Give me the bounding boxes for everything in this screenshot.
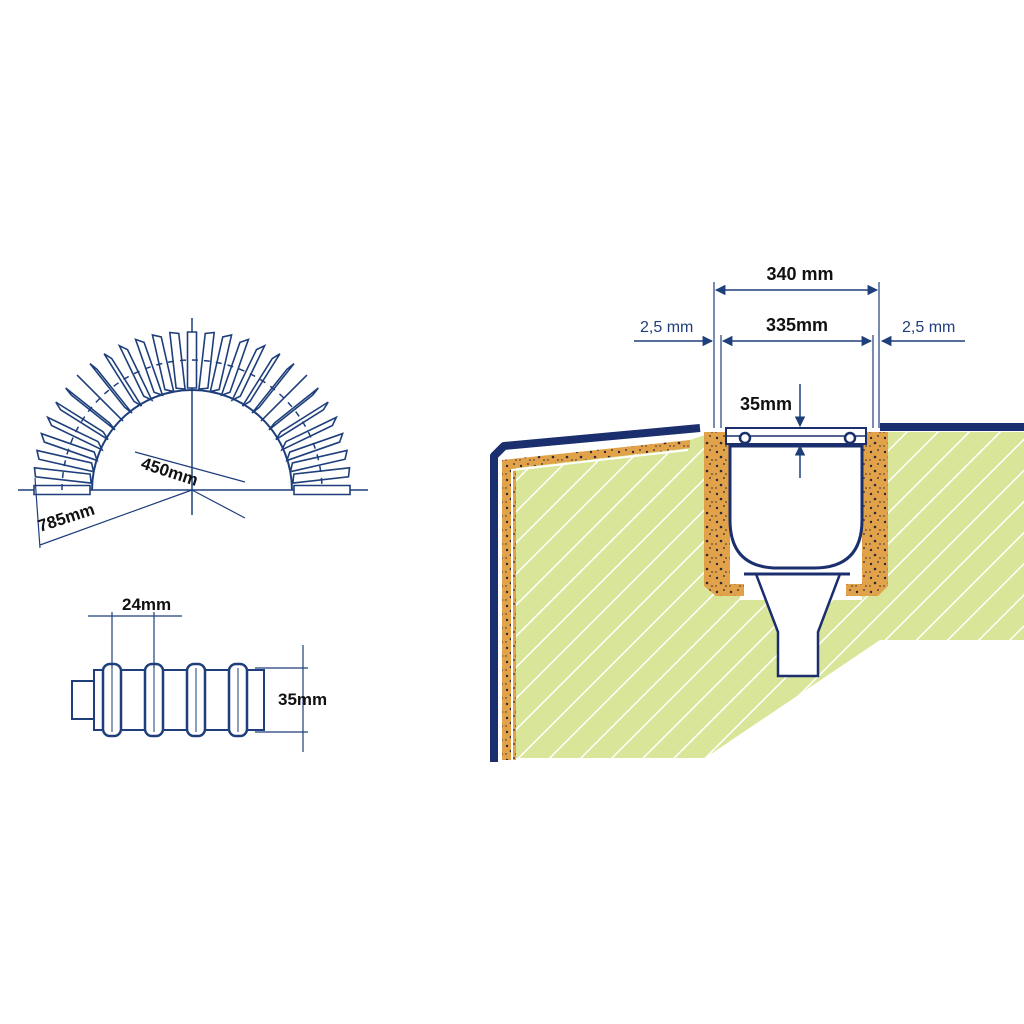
total-width-label: 340 mm <box>766 264 833 284</box>
grate-rod-right <box>843 431 857 445</box>
grate-bar <box>230 343 267 402</box>
grate-bar <box>260 374 308 422</box>
grate-bar <box>168 331 186 391</box>
grate-bar <box>289 449 349 473</box>
grate-bar <box>275 401 329 441</box>
grate-bar <box>291 466 351 484</box>
grate-links-drawing: 24mm 35mm <box>71 595 327 752</box>
grate-inner-ring <box>61 359 323 491</box>
grate-bar <box>151 333 175 393</box>
grate-bar <box>40 432 99 462</box>
gutter-channel <box>728 444 864 570</box>
outer-radius-dim-line <box>39 489 193 546</box>
grate-rod-left <box>738 431 752 445</box>
pitch-label: 24mm <box>122 595 171 614</box>
link-end-cap <box>71 680 95 720</box>
height-label: 35mm <box>278 690 327 709</box>
grate-height-label: 35mm <box>740 394 792 414</box>
gap-right-label: 2,5 mm <box>902 319 955 336</box>
outer-width-label: 785mm <box>35 500 97 536</box>
grate-bar <box>220 338 250 397</box>
grate-bar <box>268 387 319 431</box>
grate-bar <box>76 374 124 422</box>
outer-radius-extension <box>34 477 41 549</box>
inner-radius-dim-line <box>134 451 246 483</box>
inner-width-label-section: 335mm <box>766 315 828 335</box>
outer-radius-dim-line-2 <box>191 489 246 519</box>
wall-outline <box>490 423 1024 762</box>
gutter-cross-section: 340 mm 335mm 2,5 mm 2,5 mm 35mm <box>490 264 1024 762</box>
channel-mortar-left <box>704 432 744 596</box>
channel-mortar-right <box>846 432 888 596</box>
link-studs <box>101 662 249 738</box>
pool-wall-concrete <box>512 432 1024 758</box>
inner-width-label: 450mm <box>139 454 201 490</box>
gap-left-label: 2,5 mm <box>640 319 693 336</box>
wall-inner-outline <box>511 449 689 760</box>
curved-grate-drawing: 450mm 785mm <box>18 318 368 549</box>
